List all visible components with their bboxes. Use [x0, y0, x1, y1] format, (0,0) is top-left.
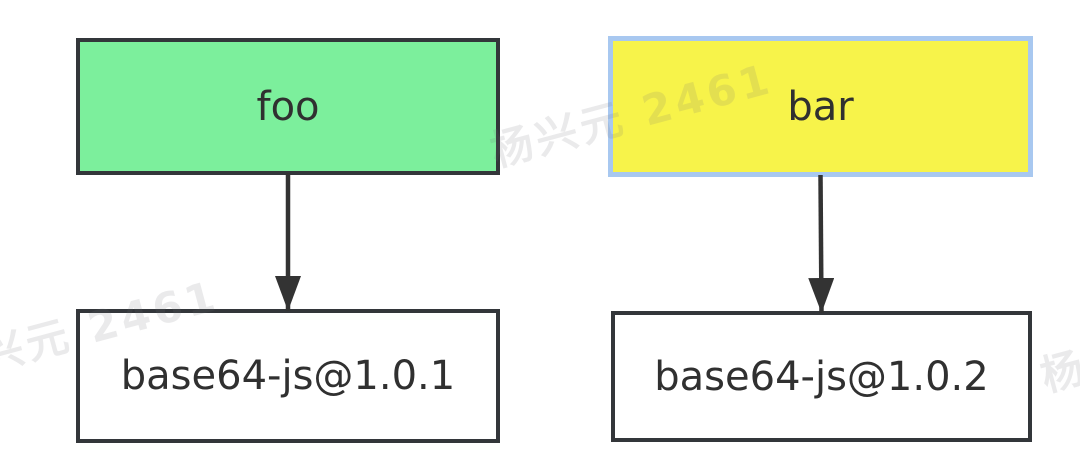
node-base64-js-1-0-2: base64-js@1.0.2	[611, 311, 1032, 442]
node-bar: bar	[608, 36, 1033, 177]
node-bar-label: bar	[787, 83, 854, 130]
node-dep2-label: base64-js@1.0.2	[654, 353, 989, 400]
edge-arrow	[808, 174, 835, 314]
node-foo-label: foo	[256, 83, 320, 130]
node-dep1-label: base64-js@1.0.1	[120, 353, 456, 399]
node-foo: foo	[76, 38, 500, 175]
watermark-text: 杨兴元 2461	[1035, 279, 1080, 402]
node-base64-js-1-0-1: base64-js@1.0.1	[76, 309, 500, 443]
